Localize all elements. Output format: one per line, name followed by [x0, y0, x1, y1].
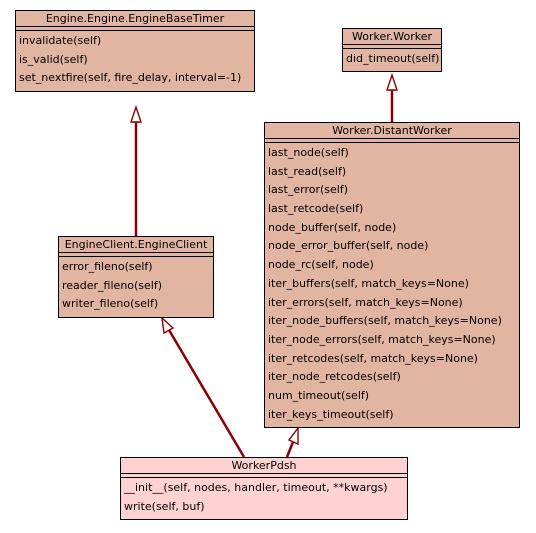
class-methods: last_node(self) last_read(self) last_err…: [265, 143, 519, 424]
class-title: Worker.DistantWorker: [265, 123, 519, 139]
class-methods: invalidate(self) is_valid(self) set_next…: [16, 31, 254, 88]
method: num_timeout(self): [268, 388, 370, 402]
method: iter_keys_timeout(self): [268, 407, 394, 421]
method: node_error_buffer(self, node): [268, 239, 429, 253]
method: last_read(self): [268, 164, 347, 178]
arrowhead-worker: [386, 72, 398, 91]
class-worker-pdsh: WorkerPdsh __init__(self, nodes, handler…: [120, 457, 408, 520]
method: is_valid(self): [19, 52, 88, 66]
class-worker: Worker.Worker did_timeout(self): [342, 28, 442, 72]
method: last_retcode(self): [268, 202, 364, 216]
class-title: Worker.Worker: [343, 29, 441, 45]
method: iter_node_retcodes(self): [268, 370, 401, 384]
method: iter_node_errors(self, match_keys=None): [268, 332, 496, 346]
method: iter_node_buffers(self, match_keys=None): [268, 314, 502, 328]
method: invalidate(self): [19, 34, 102, 47]
method: node_rc(self, node): [268, 258, 374, 272]
class-attributes: [121, 474, 407, 478]
class-methods: did_timeout(self): [343, 49, 441, 69]
method: set_nextfire(self, fire_delay, interval=…: [19, 71, 242, 85]
method: node_buffer(self, node): [268, 220, 397, 234]
edge-workerpdsh-to-distantworker: [285, 441, 295, 458]
edge-workerpdsh-to-engineclient: [167, 329, 246, 458]
class-engine-base-timer: Engine.Engine.EngineBaseTimer invalidate…: [15, 10, 255, 92]
class-attributes: [16, 27, 254, 31]
class-attributes: [59, 253, 213, 257]
method: error_fileno(self): [62, 260, 153, 273]
class-methods: __init__(self, nodes, handler, timeout, …: [121, 478, 407, 516]
class-title: EngineClient.EngineClient: [59, 237, 213, 253]
class-methods: error_fileno(self) reader_fileno(self) w…: [59, 257, 213, 314]
method: writer_fileno(self): [62, 297, 159, 311]
arrowhead-distantworker: [287, 425, 299, 446]
method: did_timeout(self): [346, 52, 440, 65]
method: last_node(self): [268, 146, 349, 159]
class-attributes: [343, 45, 441, 49]
class-engine-client: EngineClient.EngineClient error_fileno(s…: [58, 236, 214, 318]
method: iter_errors(self, match_keys=None): [268, 295, 463, 309]
class-attributes: [265, 139, 519, 143]
method: iter_buffers(self, match_keys=None): [268, 276, 469, 290]
method: __init__(self, nodes, handler, timeout, …: [124, 481, 388, 494]
method: write(self, buf): [124, 499, 205, 513]
arrowhead-engineclient: [161, 316, 175, 335]
class-title: Engine.Engine.EngineBaseTimer: [16, 11, 254, 27]
arrowhead-enginebasetimer: [130, 104, 142, 123]
class-title: WorkerPdsh: [121, 458, 407, 474]
method: reader_fileno(self): [62, 278, 163, 292]
class-distant-worker: Worker.DistantWorker last_node(self) las…: [264, 122, 520, 428]
method: last_error(self): [268, 183, 348, 197]
method: iter_retcodes(self, match_keys=None): [268, 351, 478, 365]
